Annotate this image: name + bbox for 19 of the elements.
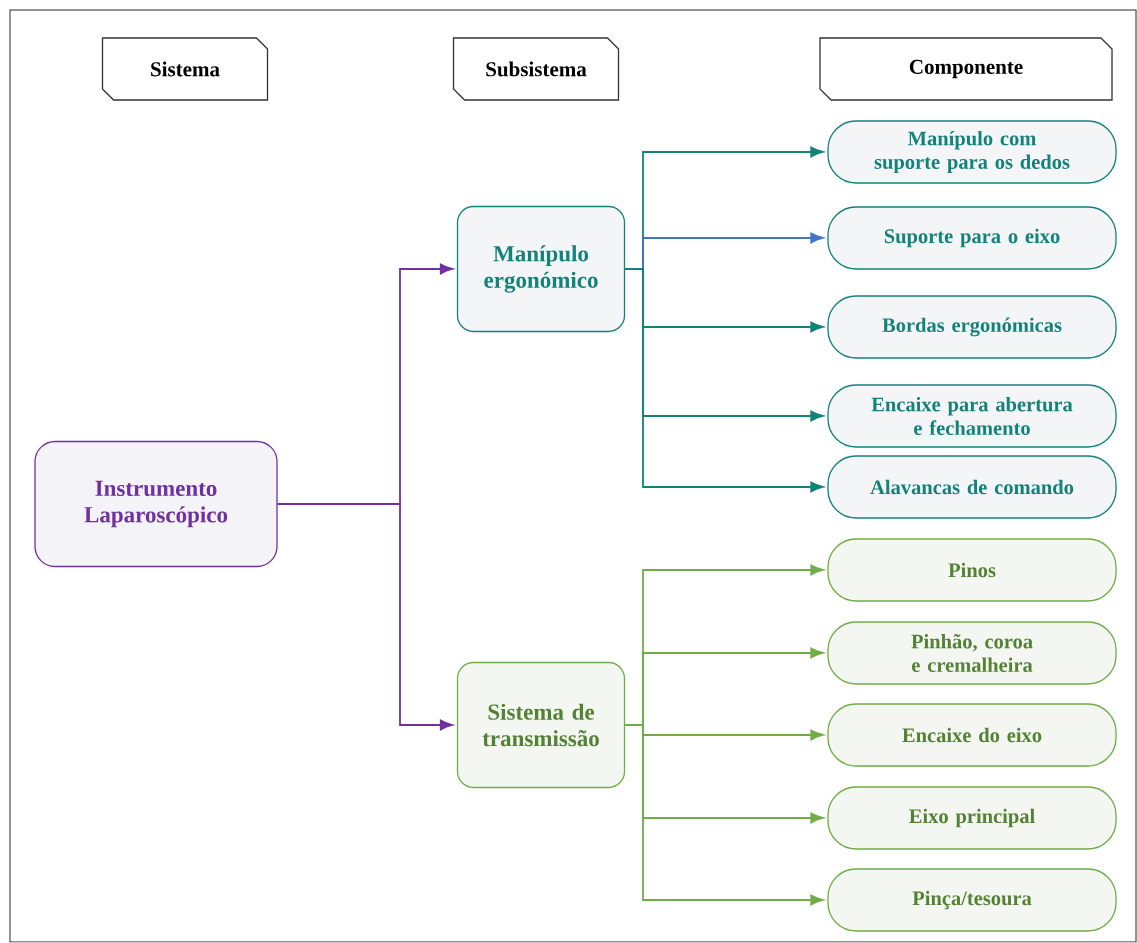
component-box: Alavancas de comando bbox=[827, 455, 1117, 519]
component-box: Pinça/tesoura bbox=[827, 868, 1117, 932]
header-tag: Sistema bbox=[101, 37, 269, 101]
header-tag: Subsistema bbox=[452, 37, 620, 101]
subsystem-box: Sistema de transmissão bbox=[456, 661, 626, 789]
arrow bbox=[624, 268, 824, 493]
subsystem-box: Manípulo ergonómico bbox=[456, 205, 626, 333]
component-box: Suporte para o eixo bbox=[827, 206, 1117, 270]
arrow bbox=[624, 724, 824, 906]
system-box: Instrumento Laparoscópico bbox=[34, 440, 278, 568]
arrow bbox=[276, 503, 454, 731]
component-box: Bordas ergonómicas bbox=[827, 295, 1117, 359]
component-box: Manípulo com suporte para os dedos bbox=[827, 120, 1117, 184]
component-box: Encaixe do eixo bbox=[827, 703, 1117, 767]
component-box: Pinhão, coroa e cremalheira bbox=[827, 621, 1117, 685]
component-box: Pinos bbox=[827, 538, 1117, 602]
component-box: Encaixe para abertura e fechamento bbox=[827, 384, 1117, 448]
component-box: Eixo principal bbox=[827, 786, 1117, 850]
header-tag: Componente bbox=[819, 37, 1113, 101]
